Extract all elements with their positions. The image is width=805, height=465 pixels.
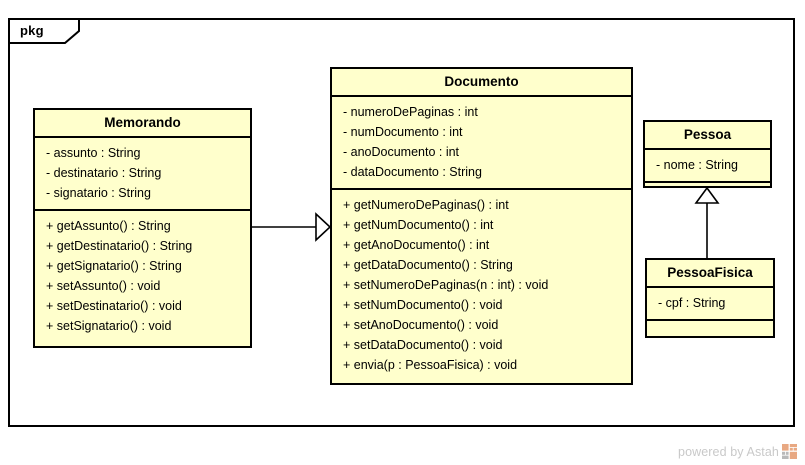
operation-item: + getAssunto() : String — [46, 219, 171, 233]
package-label: pkg — [20, 23, 44, 38]
operation-item: + setNumDocumento() : void — [343, 298, 503, 312]
operations-compartment-pessoa — [645, 183, 770, 208]
operations-compartment-documento: + getNumeroDePaginas() : int + getNumDoc… — [332, 190, 631, 383]
package-tab — [8, 18, 80, 44]
operation-item: + getNumeroDePaginas() : int — [343, 198, 509, 212]
class-name-documento: Documento — [332, 69, 631, 97]
astah-logo-icon — [782, 444, 797, 459]
operation-item: + setSignatario() : void — [46, 319, 172, 333]
package-frame — [8, 18, 795, 427]
operation-item: + setAnoDocumento() : void — [343, 318, 499, 332]
operation-item: + setNumeroDePaginas(n : int) : void — [343, 278, 549, 292]
attribute-item: - assunto : String — [46, 146, 141, 160]
operation-item: + envia(p : PessoaFisica) : void — [343, 358, 518, 372]
watermark-text: powered by Astah — [678, 444, 779, 459]
operations-compartment-memorando: + getAssunto() : String + getDestinatari… — [35, 211, 250, 346]
class-name-memorando: Memorando — [35, 110, 250, 138]
operation-item: + setAssunto() : void — [46, 279, 161, 293]
operation-item: + getDataDocumento() : String — [343, 258, 513, 272]
attribute-item: - numeroDePaginas : int — [343, 105, 478, 119]
watermark: powered by Astah — [678, 444, 797, 459]
attributes-compartment-pessoafisica: - cpf : String — [647, 288, 773, 321]
attributes-compartment-memorando: - assunto : String - destinatario : Stri… — [35, 138, 250, 211]
attributes-compartment-documento: - numeroDePaginas : int - numDocumento :… — [332, 97, 631, 190]
attribute-item: - cpf : String — [658, 296, 726, 310]
class-name-pessoa: Pessoa — [645, 122, 770, 150]
class-box-pessoa[interactable]: Pessoa - nome : String — [643, 120, 772, 188]
attribute-item: - dataDocumento : String — [343, 165, 482, 179]
operation-item: + getAnoDocumento() : int — [343, 238, 490, 252]
attributes-compartment-pessoa: - nome : String — [645, 150, 770, 183]
operation-item: + getSignatario() : String — [46, 259, 182, 273]
class-box-documento[interactable]: Documento - numeroDePaginas : int - numD… — [330, 67, 633, 385]
operation-item: + getDestinatario() : String — [46, 239, 193, 253]
operation-item: + setDestinatario() : void — [46, 299, 182, 313]
operation-item: + getNumDocumento() : int — [343, 218, 494, 232]
class-name-pessoafisica: PessoaFisica — [647, 260, 773, 288]
operation-item: + setDataDocumento() : void — [343, 338, 503, 352]
operations-compartment-pessoafisica — [647, 321, 773, 346]
attribute-item: - numDocumento : int — [343, 125, 463, 139]
attribute-item: - anoDocumento : int — [343, 145, 460, 159]
attribute-item: - signatario : String — [46, 186, 151, 200]
attribute-item: - destinatario : String — [46, 166, 162, 180]
class-box-memorando[interactable]: Memorando - assunto : String - destinata… — [33, 108, 252, 348]
class-box-pessoafisica[interactable]: PessoaFisica - cpf : String — [645, 258, 775, 338]
attribute-item: - nome : String — [656, 158, 738, 172]
